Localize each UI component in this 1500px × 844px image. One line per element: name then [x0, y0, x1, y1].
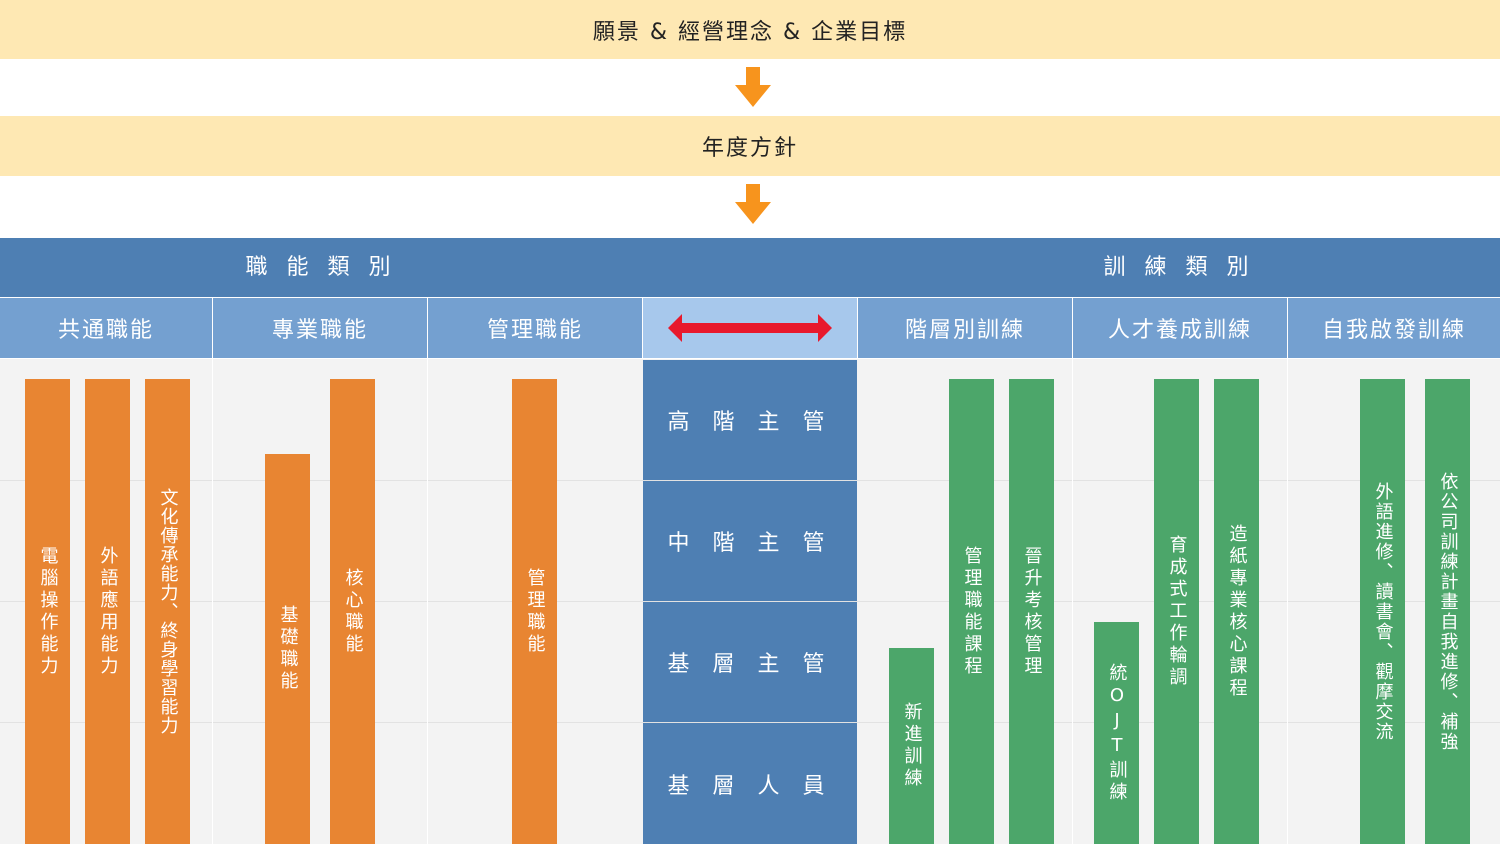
bar-label: 統OJT訓練	[1106, 662, 1128, 804]
level-staff: 基 層 人 員	[643, 723, 857, 844]
bar-label: 依公司訓練計畫自我進修、補強	[1437, 471, 1459, 752]
bar-new-hire-training: 新進訓練	[889, 648, 934, 844]
column-divider	[1287, 298, 1288, 844]
level-junior-manager: 基 層 主 管	[643, 602, 857, 722]
bar-core-competency: 核心職能	[330, 379, 375, 844]
divider	[0, 480, 1500, 481]
bar-label: 造紙專業核心課程	[1226, 523, 1248, 700]
bar-label: 晉升考核管理	[1021, 545, 1043, 678]
bar-basic-competency: 基礎職能	[265, 454, 310, 844]
bar-self-improvement: 依公司訓練計畫自我進修、補強	[1425, 379, 1470, 844]
bar-label: 外語應用能力	[97, 545, 119, 678]
bar-language-study: 外語進修、讀書會、觀摩交流	[1360, 379, 1405, 844]
category-header: 職 能 類 別 訓 練 類 別	[0, 238, 1500, 297]
vision-band: 願景 & 經營理念 & 企業目標	[0, 0, 1500, 59]
vision-label: 願景 & 經營理念 & 企業目標	[592, 19, 908, 45]
bar-label: 外語進修、讀書會、觀摩交流	[1372, 481, 1394, 742]
subheader-professional-label: 專業職能	[271, 318, 368, 343]
annual-policy-label: 年度方針	[701, 136, 798, 161]
level-senior-manager: 高 階 主 管	[643, 360, 857, 480]
subheader-professional: 專業職能	[213, 298, 427, 358]
subheader-hierarchy: 階層別訓練	[858, 298, 1072, 358]
level-middle-manager: 中 階 主 管	[643, 481, 857, 601]
bar-management-competency: 管理職能	[512, 379, 557, 844]
subheader-self-label: 自我啟發訓練	[1321, 318, 1466, 343]
bar-label: 電腦操作能力	[37, 545, 59, 678]
bar-label: 文化傳承能力、終身學習能力	[157, 488, 179, 735]
subheader-common-label: 共通職能	[57, 318, 154, 343]
level-label: 基 層 人 員	[667, 773, 833, 799]
subheader-center	[643, 298, 857, 358]
subheader-common: 共通職能	[0, 298, 212, 358]
subheader-management-label: 管理職能	[486, 318, 583, 343]
bar-label: 育成式工作輪調	[1166, 534, 1188, 689]
subheader-management: 管理職能	[428, 298, 642, 358]
training-category-title: 訓 練 類 別	[1103, 255, 1255, 280]
bar-foreign-language: 外語應用能力	[85, 379, 130, 844]
bar-label: 新進訓練	[901, 702, 923, 790]
subheader-talent: 人才養成訓練	[1073, 298, 1287, 358]
bar-ojt-training: 統OJT訓練	[1094, 622, 1139, 844]
level-label: 中 階 主 管	[667, 531, 833, 556]
bar-label: 管理職能	[524, 567, 546, 656]
arrow-down-icon	[735, 184, 771, 224]
bar-papermaking-core: 造紙專業核心課程	[1214, 379, 1259, 844]
bar-computer-skills: 電腦操作能力	[25, 379, 70, 844]
bar-label: 基礎職能	[277, 605, 299, 693]
annual-policy-band: 年度方針	[0, 116, 1500, 176]
double-arrow-icon	[668, 314, 832, 342]
divider	[0, 722, 1500, 723]
subheader-talent-label: 人才養成訓練	[1107, 318, 1252, 343]
bar-label: 管理職能課程	[961, 545, 983, 678]
column-divider	[212, 298, 213, 844]
bar-management-course: 管理職能課程	[949, 379, 994, 844]
subheader-hierarchy-label: 階層別訓練	[904, 318, 1025, 343]
arrow-down-icon	[735, 67, 771, 107]
column-divider	[1072, 298, 1073, 844]
bar-promotion-assessment: 晉升考核管理	[1009, 379, 1054, 844]
level-label: 高 階 主 管	[667, 410, 833, 435]
column-divider	[427, 298, 428, 844]
function-category-title: 職 能 類 別	[245, 255, 397, 280]
bar-label: 核心職能	[342, 567, 364, 656]
bar-job-rotation: 育成式工作輪調	[1154, 379, 1199, 844]
divider	[0, 601, 1500, 602]
bar-culture-learning: 文化傳承能力、終身學習能力	[145, 379, 190, 844]
level-label: 基 層 主 管	[667, 652, 833, 677]
subheader-self: 自我啟發訓練	[1288, 298, 1500, 358]
